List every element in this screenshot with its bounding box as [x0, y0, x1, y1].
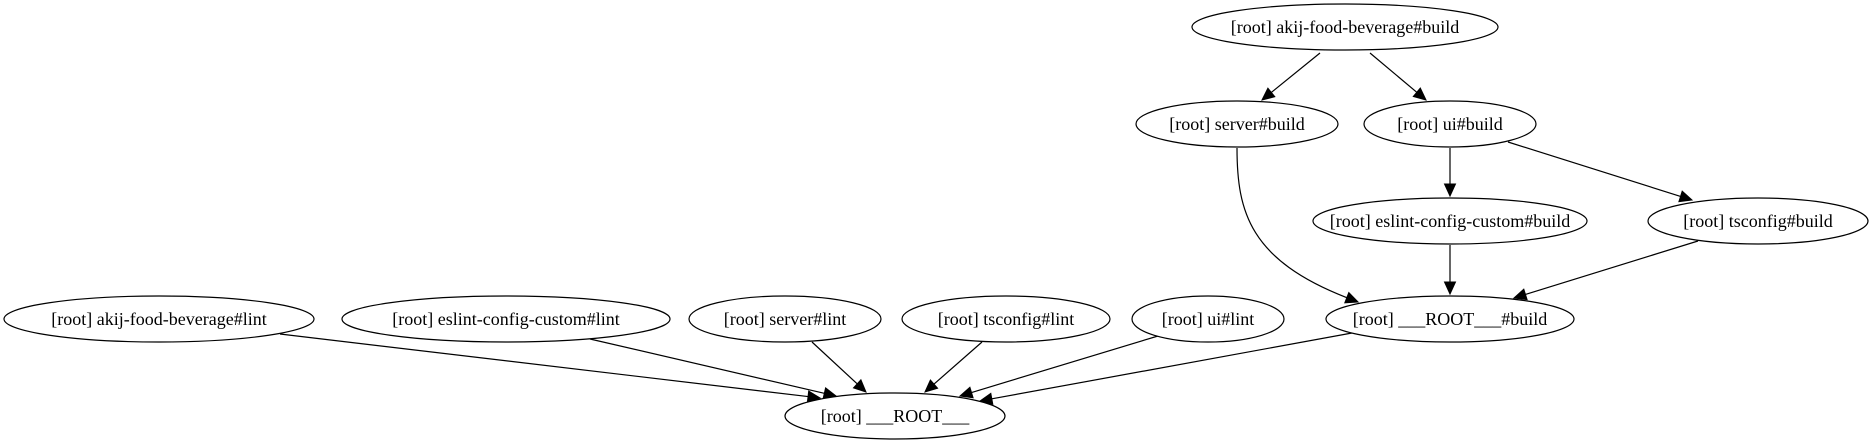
edge-tsconfig-lint-to-root	[924, 341, 983, 393]
node-ellipse	[1312, 197, 1588, 245]
arrowhead	[1443, 183, 1457, 198]
node-label: [root] eslint-config-custom#lint	[392, 309, 619, 329]
node-label: [root] server#lint	[724, 309, 846, 329]
edge-server-build-to-root-build	[1236, 147, 1360, 304]
node-ellipse	[1325, 295, 1575, 343]
node-label: [root] server#build	[1169, 114, 1304, 134]
node-ui-build: [root] ui#build	[1363, 100, 1537, 148]
edge-line	[1270, 52, 1321, 93]
edges-layer	[279, 52, 1699, 405]
arrowhead	[1512, 288, 1528, 301]
node-label: [root] eslint-config-custom#build	[1330, 211, 1570, 231]
node-ellipse	[901, 295, 1111, 343]
edge-ui-build-to-tsconfig-build	[1507, 141, 1694, 203]
node-afb-lint: [root] akij-food-beverage#lint	[3, 295, 315, 343]
node-server-lint: [root] server#lint	[688, 295, 882, 343]
nodes-layer: [root] akij-food-beverage#build [root] se…	[3, 3, 1869, 440]
edge-root-build-to-root	[978, 332, 1353, 405]
node-ellipse	[784, 392, 1006, 440]
arrowhead	[1443, 281, 1457, 296]
edge-ui-build-to-eslint-build	[1443, 148, 1457, 198]
node-ellipse	[341, 295, 671, 343]
node-label: [root] ___ROOT___	[821, 406, 970, 426]
edge-line	[1236, 147, 1348, 299]
node-ellipse	[688, 295, 882, 343]
node-ellipse	[1647, 197, 1869, 245]
edge-afb-lint-to-root	[279, 333, 822, 403]
edge-line	[1507, 141, 1681, 197]
node-eslint-lint: [root] eslint-config-custom#lint	[341, 295, 671, 343]
edge-server-lint-to-root	[811, 341, 867, 393]
edge-line	[589, 338, 825, 394]
edge-tsconfig-build-to-root-build	[1512, 240, 1699, 301]
edge-eslint-build-to-root-build	[1443, 245, 1457, 296]
arrowhead	[1261, 87, 1276, 101]
node-label: [root] ___ROOT___#build	[1353, 309, 1547, 329]
edge-line	[933, 341, 983, 385]
edge-line	[811, 341, 858, 385]
node-label: [root] tsconfig#build	[1683, 211, 1832, 231]
node-label: [root] akij-food-beverage#build	[1231, 17, 1459, 37]
edge-ui-lint-to-root	[958, 335, 1159, 399]
arrowhead	[1344, 291, 1360, 304]
edge-afb-build-to-server-build	[1261, 52, 1321, 101]
edge-line	[991, 332, 1353, 400]
node-ellipse	[1131, 295, 1285, 343]
node-tsconfig-build: [root] tsconfig#build	[1647, 197, 1869, 245]
node-ellipse	[3, 295, 315, 343]
arrowhead	[958, 386, 974, 399]
edge-line	[279, 333, 809, 398]
node-label: [root] akij-food-beverage#lint	[51, 309, 266, 329]
node-eslint-build: [root] eslint-config-custom#build	[1312, 197, 1588, 245]
edge-line	[1369, 52, 1418, 93]
node-label: [root] ui#build	[1397, 114, 1503, 134]
arrowhead	[924, 379, 939, 393]
node-ellipse	[1363, 100, 1537, 148]
node-ellipse	[1135, 100, 1339, 148]
node-server-build: [root] server#build	[1135, 100, 1339, 148]
arrowhead	[1678, 190, 1694, 203]
node-ellipse	[1191, 3, 1499, 51]
node-root: [root] ___ROOT___	[784, 392, 1006, 440]
node-label: [root] ui#lint	[1162, 309, 1255, 329]
arrowhead	[852, 378, 867, 393]
edge-line	[971, 335, 1159, 394]
edge-line	[1525, 240, 1699, 296]
node-label: [root] tsconfig#lint	[938, 309, 1074, 329]
edge-eslint-lint-to-root	[589, 338, 838, 400]
node-root-build: [root] ___ROOT___#build	[1325, 295, 1575, 343]
node-afb-build: [root] akij-food-beverage#build	[1191, 3, 1499, 51]
edge-afb-build-to-ui-build	[1369, 52, 1427, 101]
node-ui-lint: [root] ui#lint	[1131, 295, 1285, 343]
arrowhead	[1412, 87, 1427, 101]
node-tsconfig-lint: [root] tsconfig#lint	[901, 295, 1111, 343]
